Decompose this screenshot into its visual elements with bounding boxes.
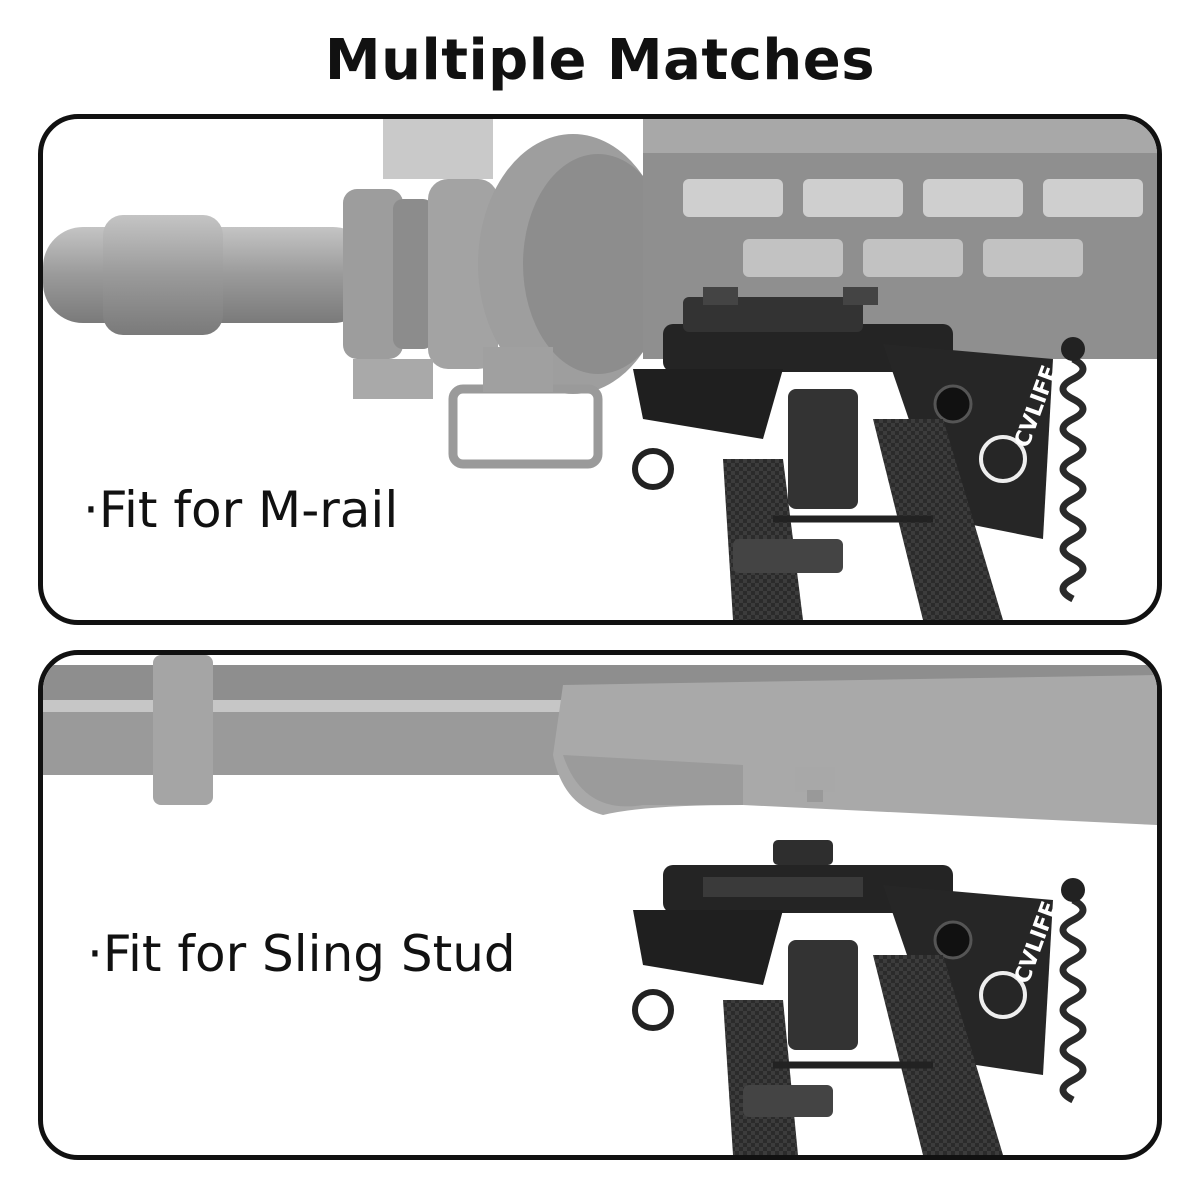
m-rail-caption: ·Fit for M-rail: [83, 481, 399, 539]
sling-swivel: [353, 347, 603, 469]
bipod: CVLIFE: [632, 840, 1087, 1155]
sling-stud-panel: CVLIFE ·Fit for Sling Stud: [38, 650, 1162, 1160]
sling-stud-caption: ·Fit for Sling Stud: [87, 925, 516, 983]
rifle-barrel: [43, 134, 673, 394]
sling-stud-scene: CVLIFE: [43, 655, 1157, 1155]
m-rail-scene: CVLIFE: [43, 119, 1157, 620]
page-title: Multiple Matches: [324, 28, 876, 93]
m-rail-panel: CVLIFE ·Fit for M-rail: [38, 114, 1162, 625]
bipod: CVLIFE: [632, 287, 1087, 620]
rifle-stock: [43, 655, 1157, 825]
